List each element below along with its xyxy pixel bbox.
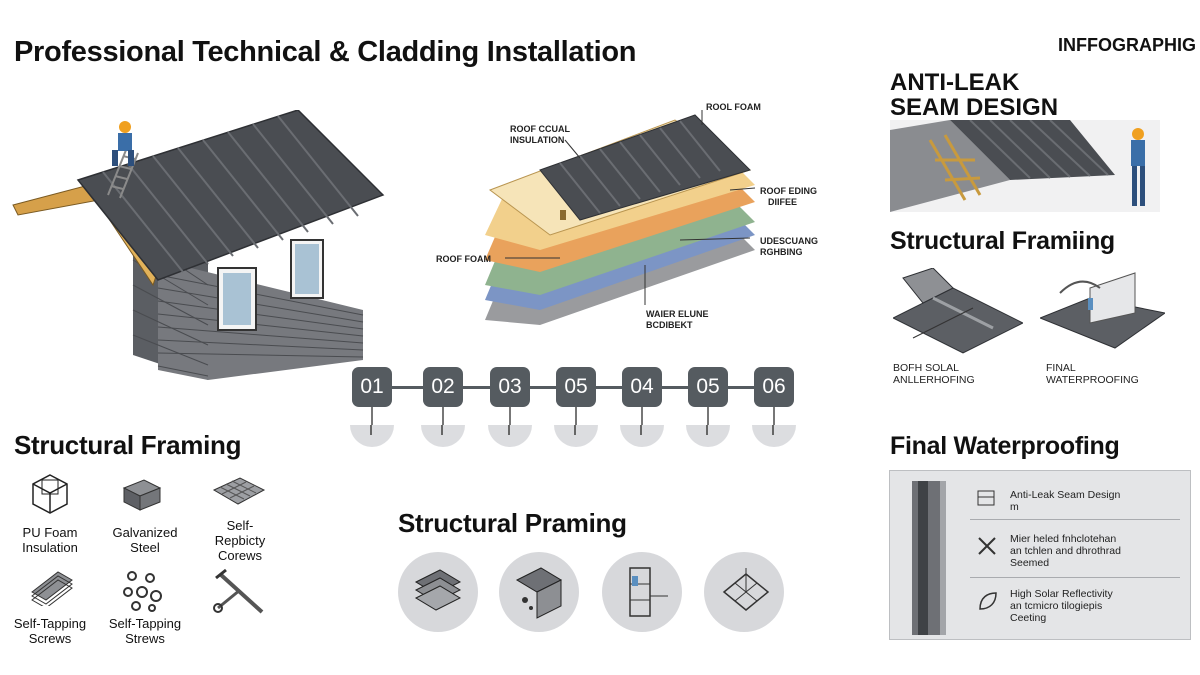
divider [970,577,1180,578]
washers-icon [123,571,162,612]
frame-joint-icon [629,567,668,617]
sheet-stack-detail-icon [414,569,462,611]
material-label-strews: Self-Tapping Strews [108,616,182,646]
material-label-screws: Self-Tapping Screws [13,616,87,646]
panel-grid-icon [722,568,770,611]
metal-profile-icon [912,481,946,635]
label-roof-edging-1: ROOF EDING [760,186,818,196]
framing-detail-right [1040,272,1165,349]
tools-icon [978,537,996,555]
foam-cube-icon [32,474,68,514]
label-water-line-1: WAIER ELUNE [646,309,709,319]
anti-leak-heading: ANTI-LEAK SEAM DESIGN [890,69,1059,121]
detail-label-left: BOFH SOLAL ANLLERHOFING [893,362,975,386]
waterproofing-panel: Anti-Leak Seam Design m Mier heled fnhcl… [889,470,1191,640]
panel-icon [977,490,995,506]
step-number: 03 [490,367,530,407]
detail-label-right: FINAL WATERPROOFING [1046,362,1139,386]
step-3[interactable]: 03 [488,367,532,447]
step-5[interactable]: 04 [620,367,664,447]
left-section-heading: Structural Framing [14,430,242,460]
tools-icon [213,568,264,614]
sheet-stack-icon [31,571,73,606]
label-underlay-1: UDESCUANG [760,236,819,246]
label-roof-edging-2: DIIFEE [768,197,798,207]
label-roof-foam-top: ROOL FOAM [706,102,761,112]
material-label-pu-foam: PU Foam Insulation [22,525,78,555]
detail-circle-4 [704,552,784,632]
roof-layers-diagram [485,110,756,325]
bracket-icon [515,567,563,619]
step-number: 01 [352,367,392,407]
step-number: 04 [622,367,662,407]
step-number: 06 [754,367,794,407]
waterproofing-item-3: High Solar Reflectivity an tcmicro tilog… [1010,588,1113,624]
framing-heading: Structural Framiing [890,227,1115,255]
divider [970,519,1180,520]
label-roof-insulation-2: INSULATION [510,135,565,145]
infographic-tag: INFFOGRAPHIG [1058,35,1196,55]
steel-block-icon [122,479,162,511]
label-underlay-2: RGHBING [760,247,803,257]
material-label-steel: Galvanized Steel [112,525,178,555]
label-roof-insulation-1: ROOF CCUAL [510,124,570,134]
step-number: 05 [556,367,596,407]
waterproofing-item-2: Mier heled fnhclotehan an tchlen and dhr… [1010,533,1121,569]
step-4[interactable]: 05 [554,367,598,447]
center-section-heading: Structural Praming [398,508,627,538]
label-water-line-2: BCDIBEKT [646,320,693,330]
anti-leak-illustration [890,120,1160,212]
step-2[interactable]: 02 [421,367,465,447]
label-roof-foam-left: ROOF FOAM [436,254,491,264]
material-label-corews: Self- Repbicty Corews [214,518,266,563]
detail-circle-3 [602,552,682,632]
mesh-panel-icon [212,477,266,505]
step-timeline: 01 02 03 05 04 05 06 [350,367,802,462]
step-6[interactable]: 05 [686,367,730,447]
step-number: 02 [423,367,463,407]
step-1[interactable]: 01 [350,367,394,447]
waterproofing-item-1: Anti-Leak Seam Design m [1010,489,1121,513]
leaf-icon [979,592,997,610]
house-illustration [12,110,385,380]
framing-detail-left [893,268,1023,354]
step-number: 05 [688,367,728,407]
page-title: Professional Technical & Cladding Instal… [14,36,637,68]
step-7[interactable]: 06 [752,367,796,447]
waterproofing-heading: Final Waterproofing [890,432,1120,460]
